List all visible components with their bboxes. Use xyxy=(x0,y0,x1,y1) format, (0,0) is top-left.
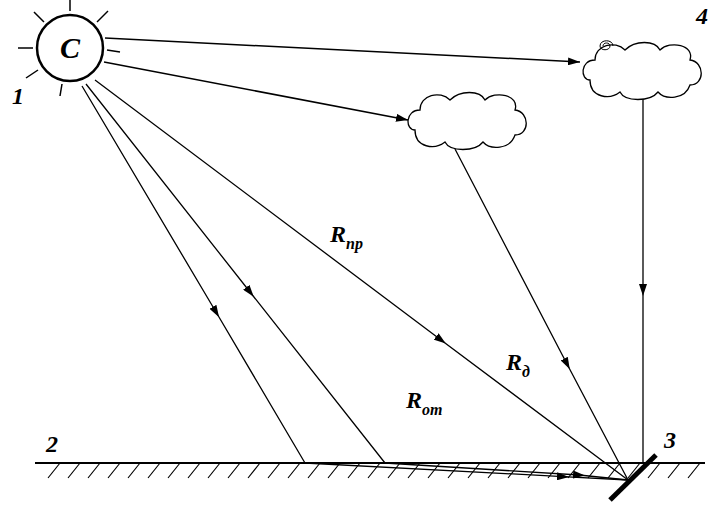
ray xyxy=(104,62,408,120)
reflected-ray xyxy=(385,463,628,480)
radiation-symbol: R xyxy=(406,388,422,412)
ground-line xyxy=(35,462,705,464)
callout-number: 2 xyxy=(46,432,58,456)
callout-number: 3 xyxy=(664,428,676,452)
radiation-subscript: д xyxy=(522,364,530,380)
radiation-subscript: от xyxy=(422,402,442,418)
radiation-symbol: R xyxy=(330,222,346,246)
ground-ray xyxy=(86,84,385,463)
radiation-subscript: пр xyxy=(346,236,363,252)
sun-circle-shape xyxy=(37,15,103,81)
ground-hatch xyxy=(48,463,700,478)
sun-circle: С xyxy=(35,13,105,83)
sun-rays xyxy=(18,0,120,96)
reflected-ray xyxy=(305,463,628,480)
cloud xyxy=(408,93,526,150)
spiral xyxy=(600,41,613,50)
panel xyxy=(610,455,656,500)
ray xyxy=(105,38,580,62)
radiation-symbol: R xyxy=(506,350,522,374)
diffuse-ray xyxy=(642,99,643,462)
ground-ray xyxy=(82,86,305,463)
cloud xyxy=(583,43,701,100)
diffuse-ray xyxy=(455,149,628,480)
sun-letter: С xyxy=(60,33,80,63)
direct-ray xyxy=(95,80,628,480)
callout-number: 4 xyxy=(696,4,708,28)
callout-number: 1 xyxy=(12,84,24,108)
